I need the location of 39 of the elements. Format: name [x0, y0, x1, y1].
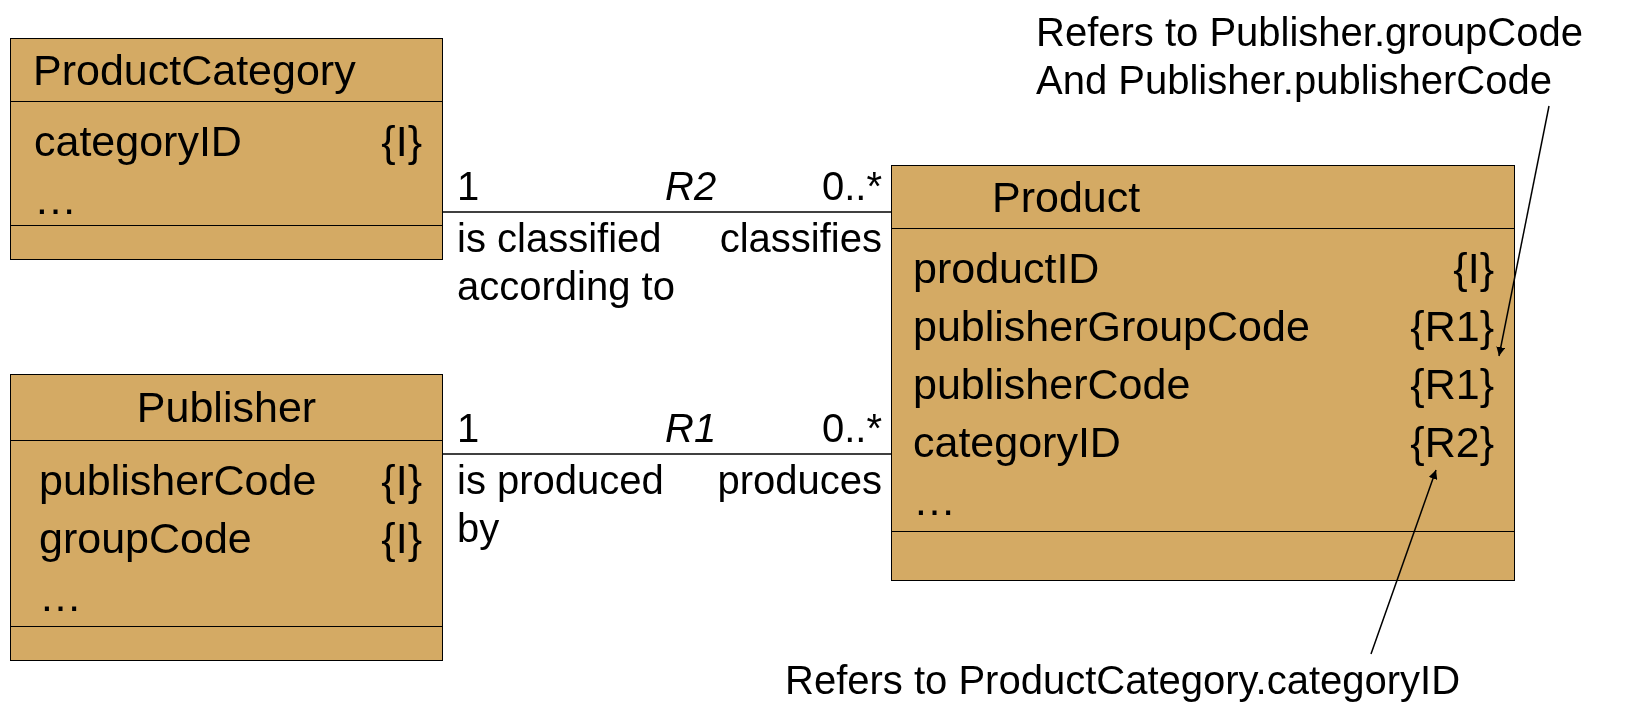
edge-label: R2 — [665, 163, 717, 210]
attribute-name: … — [913, 475, 956, 526]
leader-line — [1370, 469, 1438, 655]
attribute-name: publisherGroupCode — [913, 301, 1310, 352]
attribute-tag: {I} — [381, 112, 422, 170]
attribute-tag: {R2} — [1410, 413, 1494, 471]
note-text: Refers to Publisher.groupCode And Publisher.publisherCode — [1036, 8, 1636, 104]
class-name: ProductCategory — [33, 45, 356, 95]
role-name: produces — [717, 457, 882, 504]
multiplicity: 0..* — [821, 163, 882, 210]
attribute-name: … — [39, 571, 82, 622]
attribute-name: categoryID — [913, 417, 1121, 468]
attribute-name: publisherCode — [39, 455, 317, 506]
attribute-tag: {I} — [381, 451, 422, 509]
class-box — [10, 374, 443, 661]
role-name: is produced by — [457, 457, 665, 552]
association-line — [442, 453, 892, 455]
role-name: classifies — [719, 215, 882, 262]
attribute-name: categoryID — [34, 116, 242, 167]
class-box — [891, 165, 1515, 581]
note-text: Refers to ProductCategory.categoryID — [785, 656, 1505, 704]
attribute-name: productID — [913, 243, 1100, 294]
class-name: Publisher — [136, 383, 317, 432]
class-name: Product — [992, 172, 1141, 222]
multiplicity: 0..* — [821, 405, 882, 452]
role-name: is classified according to — [457, 215, 676, 310]
attribute-name: groupCode — [39, 513, 252, 564]
attribute-name: publisherCode — [913, 359, 1191, 410]
multiplicity: 1 — [457, 163, 480, 210]
multiplicity: 1 — [457, 405, 480, 452]
attribute-tag: {R1} — [1410, 355, 1494, 413]
attribute-tag: {I} — [381, 509, 422, 567]
class-box — [10, 38, 443, 260]
attribute-tag: {R1} — [1410, 297, 1494, 355]
edge-label: R1 — [665, 405, 717, 452]
association-line — [442, 211, 892, 213]
attribute-name: … — [34, 174, 77, 225]
attribute-tag: {I} — [1453, 239, 1494, 297]
leader-line — [1496, 105, 1550, 357]
